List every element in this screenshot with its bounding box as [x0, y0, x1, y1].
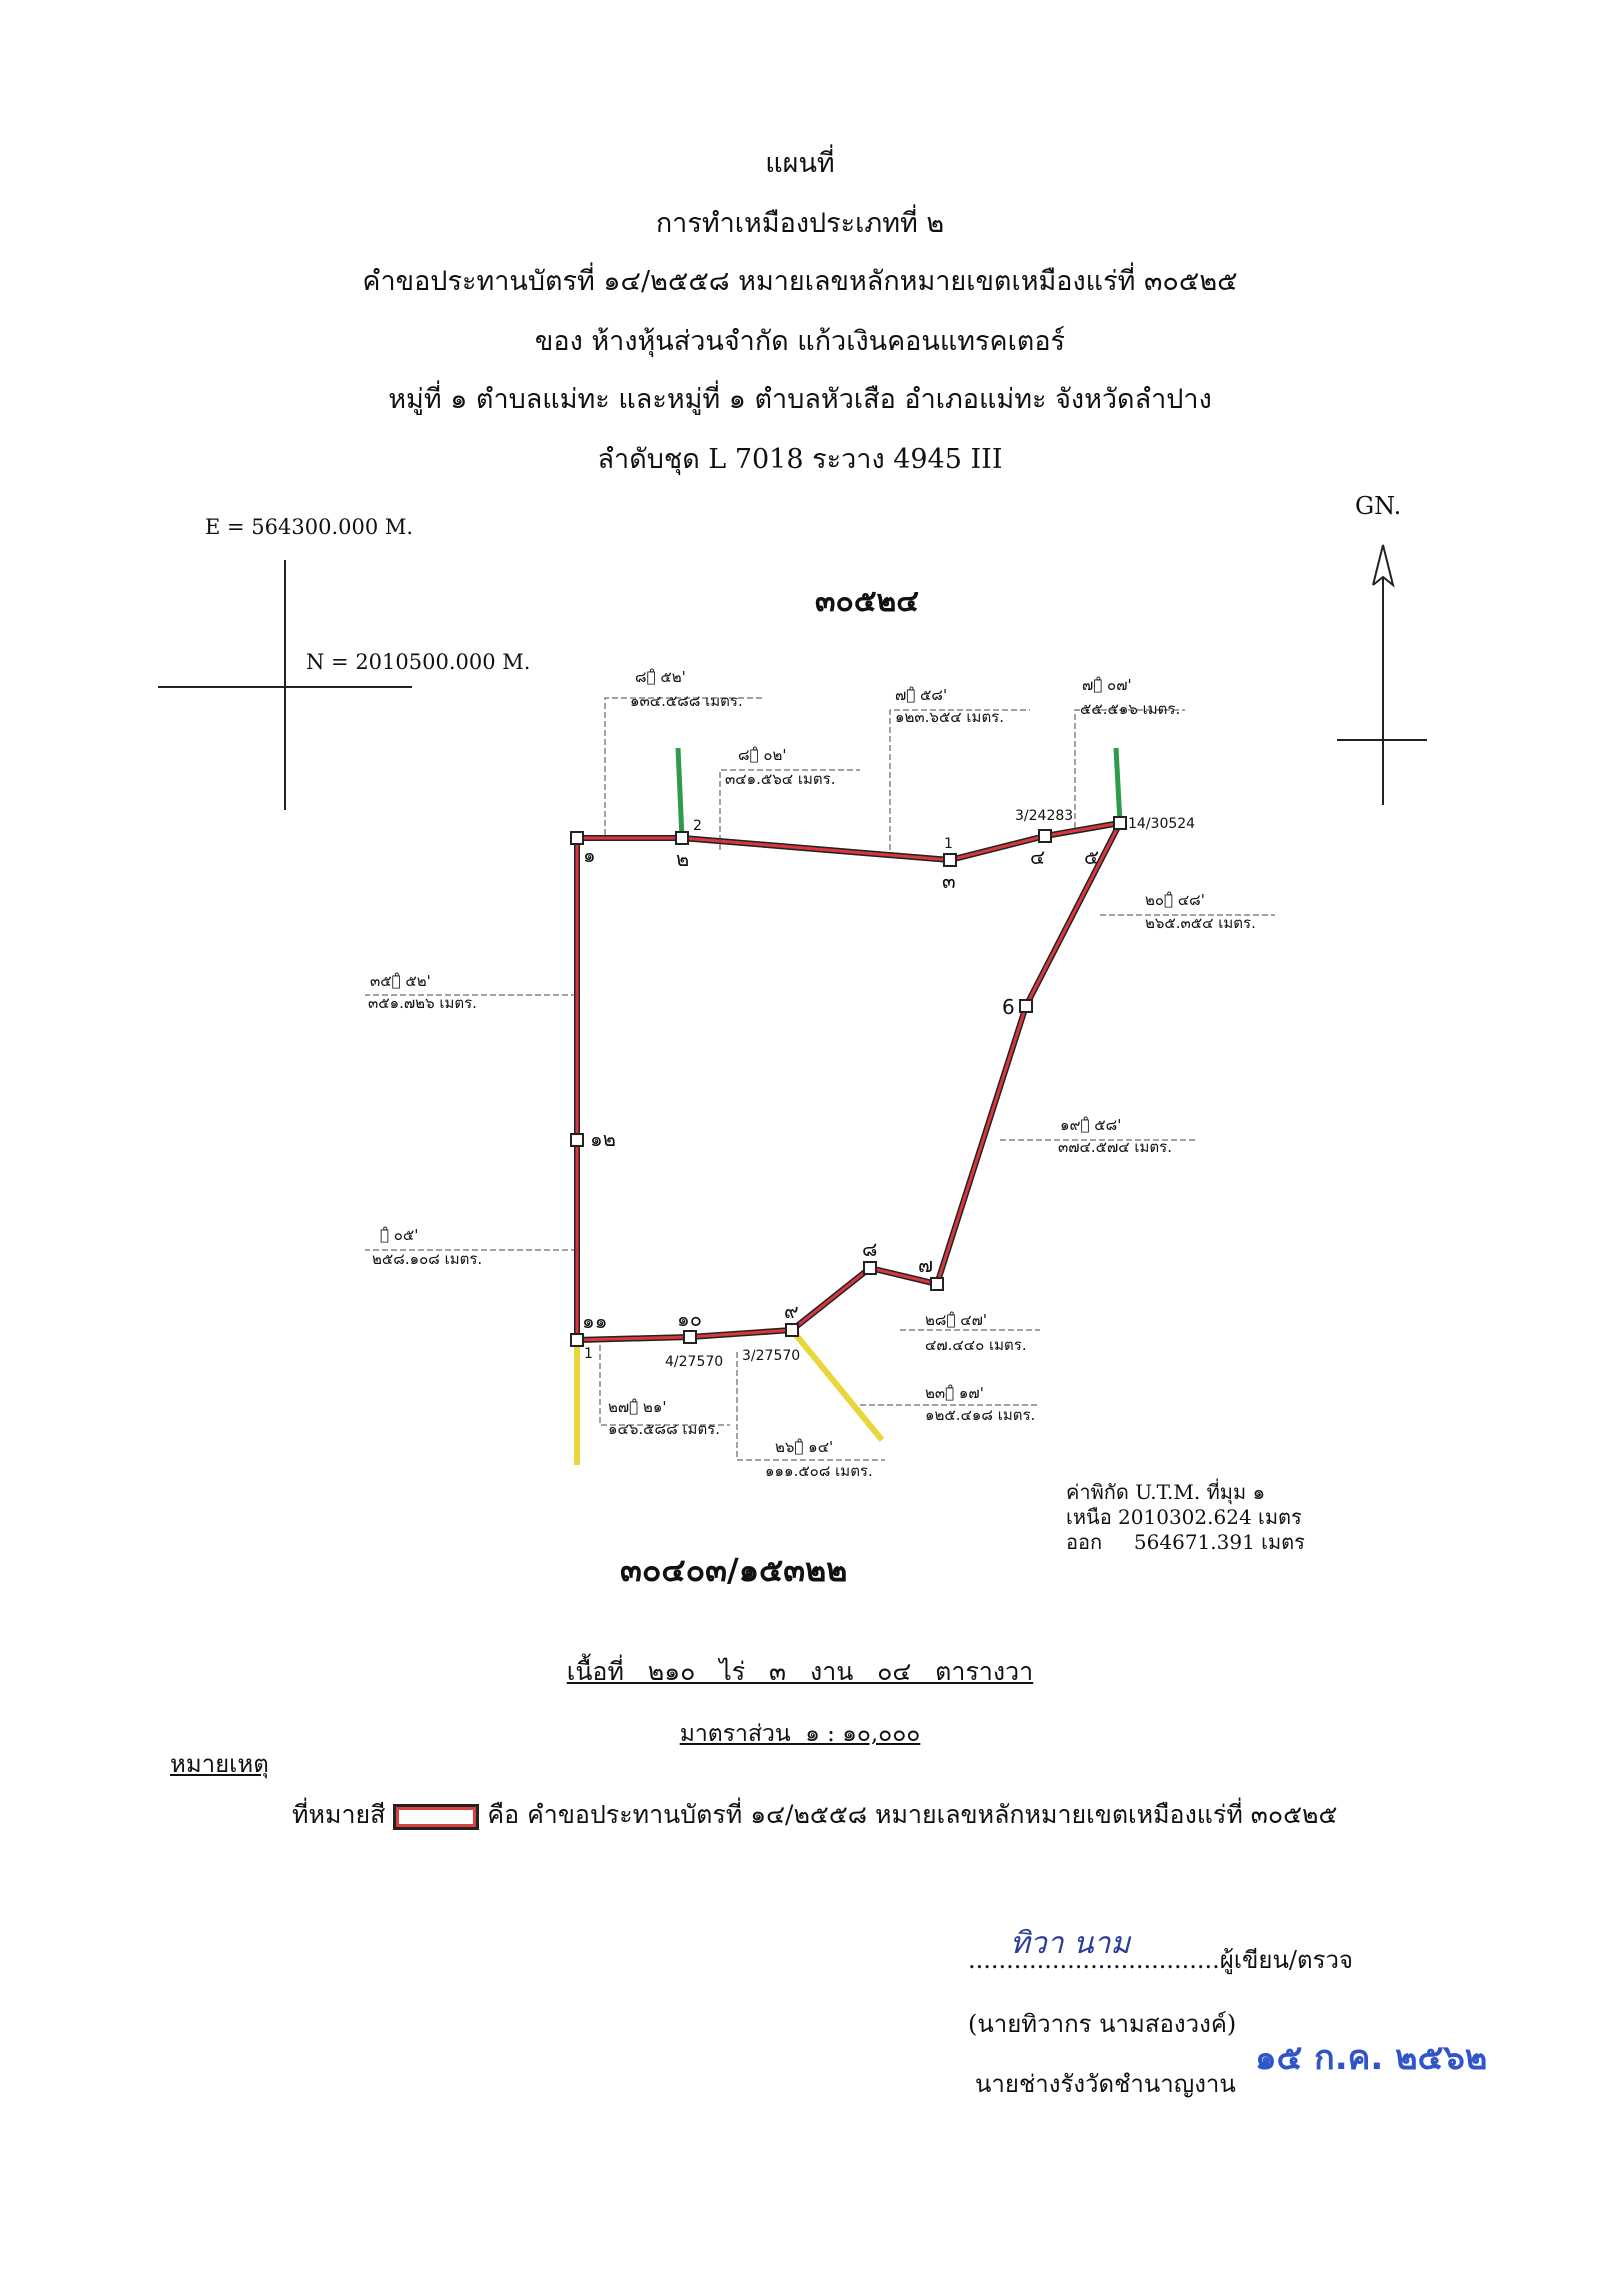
grid-cross-vertical — [284, 560, 286, 810]
adjacent-mine-top: ๓๐๕๒๔ — [815, 584, 920, 619]
point-8: ๘ — [862, 1237, 877, 1261]
bearing-angle: ๒๓๐̊ ๑๗' — [925, 1384, 984, 1402]
remark-line: ที่หมายสี คือ คำขอประทานบัตรที่ ๑๔/๒๕๕๘ ห… — [292, 1795, 1337, 1835]
bearing-distance: ๕๕.๕๑๖ เมตร. — [1080, 700, 1180, 718]
grid-north-label: N = 2010500.000 M. — [306, 650, 531, 674]
bearing-angle: ๗๕̊ ๕๘' — [895, 686, 947, 704]
bearing-distance: ๑๔๖.๕๘๘ เมตร. — [608, 1420, 720, 1438]
application-line: คำขอประทานบัตรที่ ๑๔/๒๕๕๘ หมายเลขหลักหมา… — [362, 266, 1238, 297]
signer-name: (นายทิวากร นามสองวงค์) — [968, 2010, 1237, 2038]
utm-north: เหนือ 2010302.624 เมตร — [1066, 1505, 1302, 1529]
north-label: GN. — [1355, 492, 1402, 520]
bearing-distance: ๑๒๕.๔๑๘ เมตร. — [925, 1406, 1035, 1424]
signer-position: นายช่างรังวัดชำนาญงาน — [975, 2070, 1236, 2098]
bearing-distance: ๒๕๘.๑๐๘ เมตร. — [372, 1250, 482, 1268]
sheet-line: ลำดับชุด L 7018 ระวาง 4945 III — [597, 444, 1003, 475]
bearing-distance: ๑๓๔.๕๘๘ เมตร. — [630, 692, 743, 710]
signature-role: .................................ผู้เขีย… — [968, 1946, 1353, 1974]
adjacent-point-label: 3/24283 — [1015, 808, 1073, 824]
legend-swatch — [393, 1803, 480, 1830]
remark-text: คือ คำขอประทานบัตรที่ ๑๔/๒๕๕๘ หมายเลขหลั… — [487, 1800, 1338, 1829]
grid-east-label: E = 564300.000 M. — [205, 515, 414, 539]
bearing-angle: ๑̊ ๐๕' — [380, 1226, 418, 1244]
utm-east: ออก 564671.391 เมตร — [1066, 1530, 1305, 1554]
bearing-distance: ๓๗๔.๕๗๔ เมตร. — [1058, 1138, 1172, 1156]
point-6: 6 — [1002, 995, 1015, 1019]
remark-prefix: ที่หมายสี — [292, 1800, 386, 1829]
point-9: ๙ — [784, 1299, 799, 1323]
mining-type: การทำเหมืองประเภทที่ ๒ — [655, 208, 945, 239]
bearing-distance: ๓๔๑.๕๖๔ เมตร. — [725, 770, 835, 788]
point-5: ๕ — [1084, 845, 1099, 869]
adjacent-point-label: 2 — [693, 818, 702, 834]
point-10: ๑๐ — [677, 1307, 702, 1331]
bearing-distance: ๓๕๑.๗๒๖ เมตร. — [368, 994, 477, 1012]
adjacent-point-label: 4/27570 — [665, 1354, 723, 1370]
bearing-distance: ๑๒๓.๖๕๔ เมตร. — [895, 708, 1004, 726]
utm-title: ค่าพิกัด U.T.M. ที่มุม ๑ — [1066, 1480, 1266, 1504]
map-title: แผนที่ — [765, 148, 835, 179]
adjacent-point-label: 1 — [944, 836, 953, 852]
north-arrow-icon — [1337, 544, 1427, 805]
adjacent-point-label: 1 — [584, 1346, 593, 1362]
point-12: ๑๒ — [590, 1127, 616, 1151]
bearing-angle: ๒๖๕̊ ๑๔' — [775, 1438, 833, 1456]
location-line: หมู่ที่ ๑ ตำบลแม่ทะ และหมู่ที่ ๑ ตำบลหัว… — [388, 384, 1212, 415]
adjacent-point-label: 3/27570 — [742, 1348, 800, 1364]
point-7: ๗ — [918, 1253, 933, 1277]
bearing-angle: ๘๕̊ ๐๒' — [738, 746, 787, 764]
bearing-angle: ๗๕̊ ๐๗' — [1082, 676, 1132, 694]
bearing-angle: ๒๘๔̊ ๔๗' — [925, 1311, 987, 1329]
point-1: ๑ — [583, 843, 596, 867]
bearing-angle: ๒๐๖̊ ๔๘' — [1145, 891, 1205, 909]
bearing-angle: ๓๕๕̊ ๕๒' — [370, 972, 431, 990]
area-statement: เนื้อที่ ๒๑๐ ไร่ ๓ งาน ๐๔ ตารางวา — [566, 1657, 1034, 1686]
utm-block: ค่าพิกัด U.T.M. ที่มุม ๑ เหนือ 2010302.6… — [1066, 1480, 1305, 1555]
bearing-distance: ๒๖๕.๓๕๔ เมตร. — [1145, 914, 1256, 932]
remark-title: หมายเหตุ — [170, 1750, 269, 1778]
scale-statement: มาตราส่วน ๑ : ๑๐,๐๐๐ — [679, 1721, 921, 1747]
bearing-distance: ๑๑๑.๕๐๘ เมตร. — [765, 1462, 873, 1480]
point-3: ๓ — [942, 869, 956, 893]
adjacent-mine-bottom: ๓๐๔๐๓/๑๕๓๒๒ — [620, 1551, 848, 1589]
bearing-distance: ๔๗.๔๔๐ เมตร. — [925, 1336, 1027, 1354]
owner-line: ของ ห้างหุ้นส่วนจำกัด แก้วเงินคอนแทรคเตอ… — [534, 326, 1066, 357]
point-4: ๔ — [1030, 845, 1045, 869]
bearing-angle: ๑๙๗̊ ๕๘' — [1060, 1116, 1121, 1134]
bearing-angle: ๘๕̊ ๕๒' — [635, 668, 686, 686]
grid-cross-horizontal — [158, 686, 412, 688]
date-stamp: ๑๕ ก.ค. ๒๕๖๒ — [1255, 2038, 1488, 2078]
signature-handwriting: ทิวา นาม — [1010, 1926, 1131, 1961]
adjacent-point-label: 14/30524 — [1128, 816, 1195, 832]
point-2: ๒ — [676, 847, 689, 871]
bearing-angle: ๒๗๐̊ ๒๑' — [608, 1398, 666, 1416]
point-11: ๑๑ — [582, 1309, 607, 1333]
